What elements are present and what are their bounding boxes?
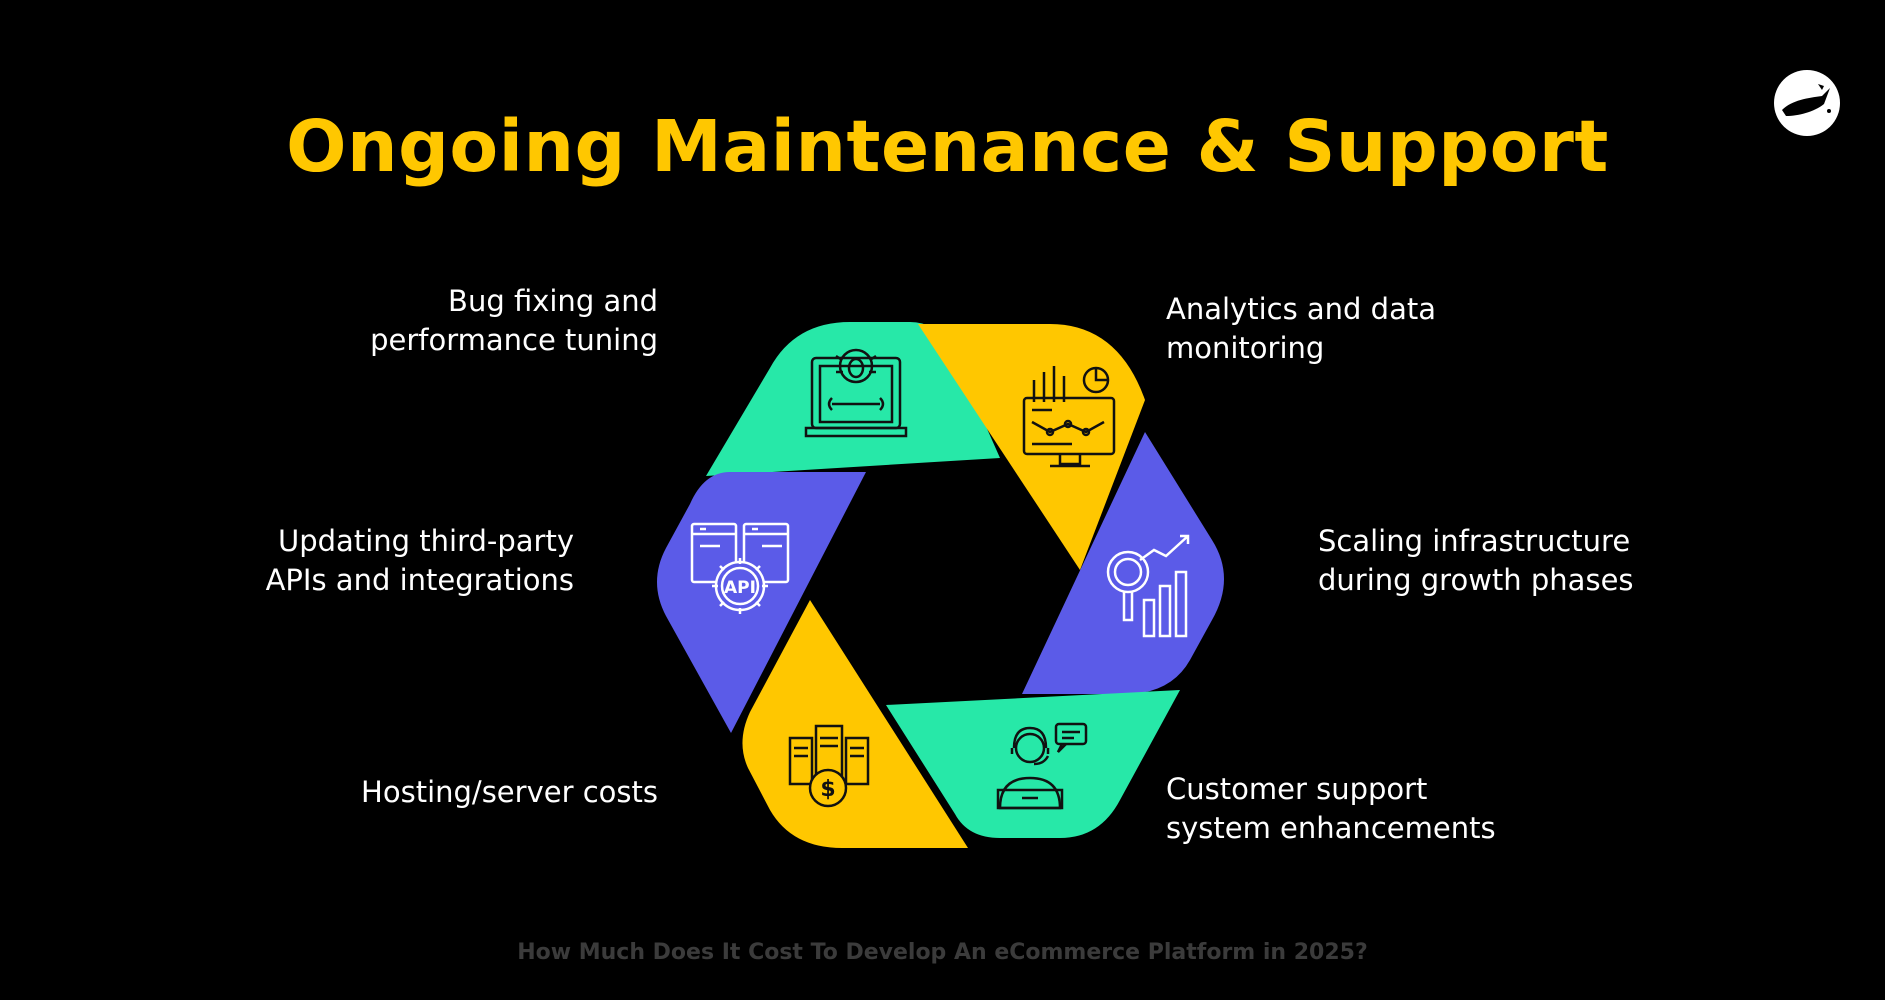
label-line: Analytics and data [1166,292,1437,326]
dollar-icon-text: $ [820,777,835,802]
label-line: Bug fixing and [448,284,658,318]
label-line: APIs and integrations [265,563,574,597]
label-api: Updating third-party APIs and integratio… [266,522,574,600]
label-line: Hosting/server costs [361,775,658,809]
api-gear-icon: API [690,522,790,614]
page-title: Ongoing Maintenance & Support [286,105,1609,188]
segment-hosting [742,600,968,848]
label-line: monitoring [1166,331,1325,365]
segment-api [657,472,866,733]
label-line: Scaling infrastructure [1318,524,1631,558]
server-dollar-icon: $ [788,724,870,808]
label-line: during growth phases [1318,563,1634,597]
support-agent-icon [996,722,1088,810]
brand-logo-icon [1774,70,1840,136]
segment-customer-support [886,690,1180,838]
analytics-monitor-icon [1022,366,1116,468]
laptop-bug-wrench-icon [804,348,908,438]
label-scaling: Scaling infrastructure during growth pha… [1318,522,1634,600]
label-line: Customer support [1166,772,1428,806]
api-icon-text: API [724,578,756,598]
footer-caption: How Much Does It Cost To Develop An eCom… [517,940,1368,965]
segment-bug-fixing [706,322,1000,476]
label-line: system enhancements [1166,811,1496,845]
label-customer-support: Customer support system enhancements [1166,770,1496,848]
label-bug-fixing: Bug fixing and performance tuning [370,282,658,360]
label-line: performance tuning [370,323,658,357]
segment-analytics [918,324,1145,570]
label-hosting: Hosting/server costs [361,773,658,812]
label-line: Updating third-party [278,524,574,558]
magnifier-growth-chart-icon [1106,534,1190,638]
label-analytics: Analytics and data monitoring [1166,290,1436,368]
segment-scaling [1022,432,1224,694]
